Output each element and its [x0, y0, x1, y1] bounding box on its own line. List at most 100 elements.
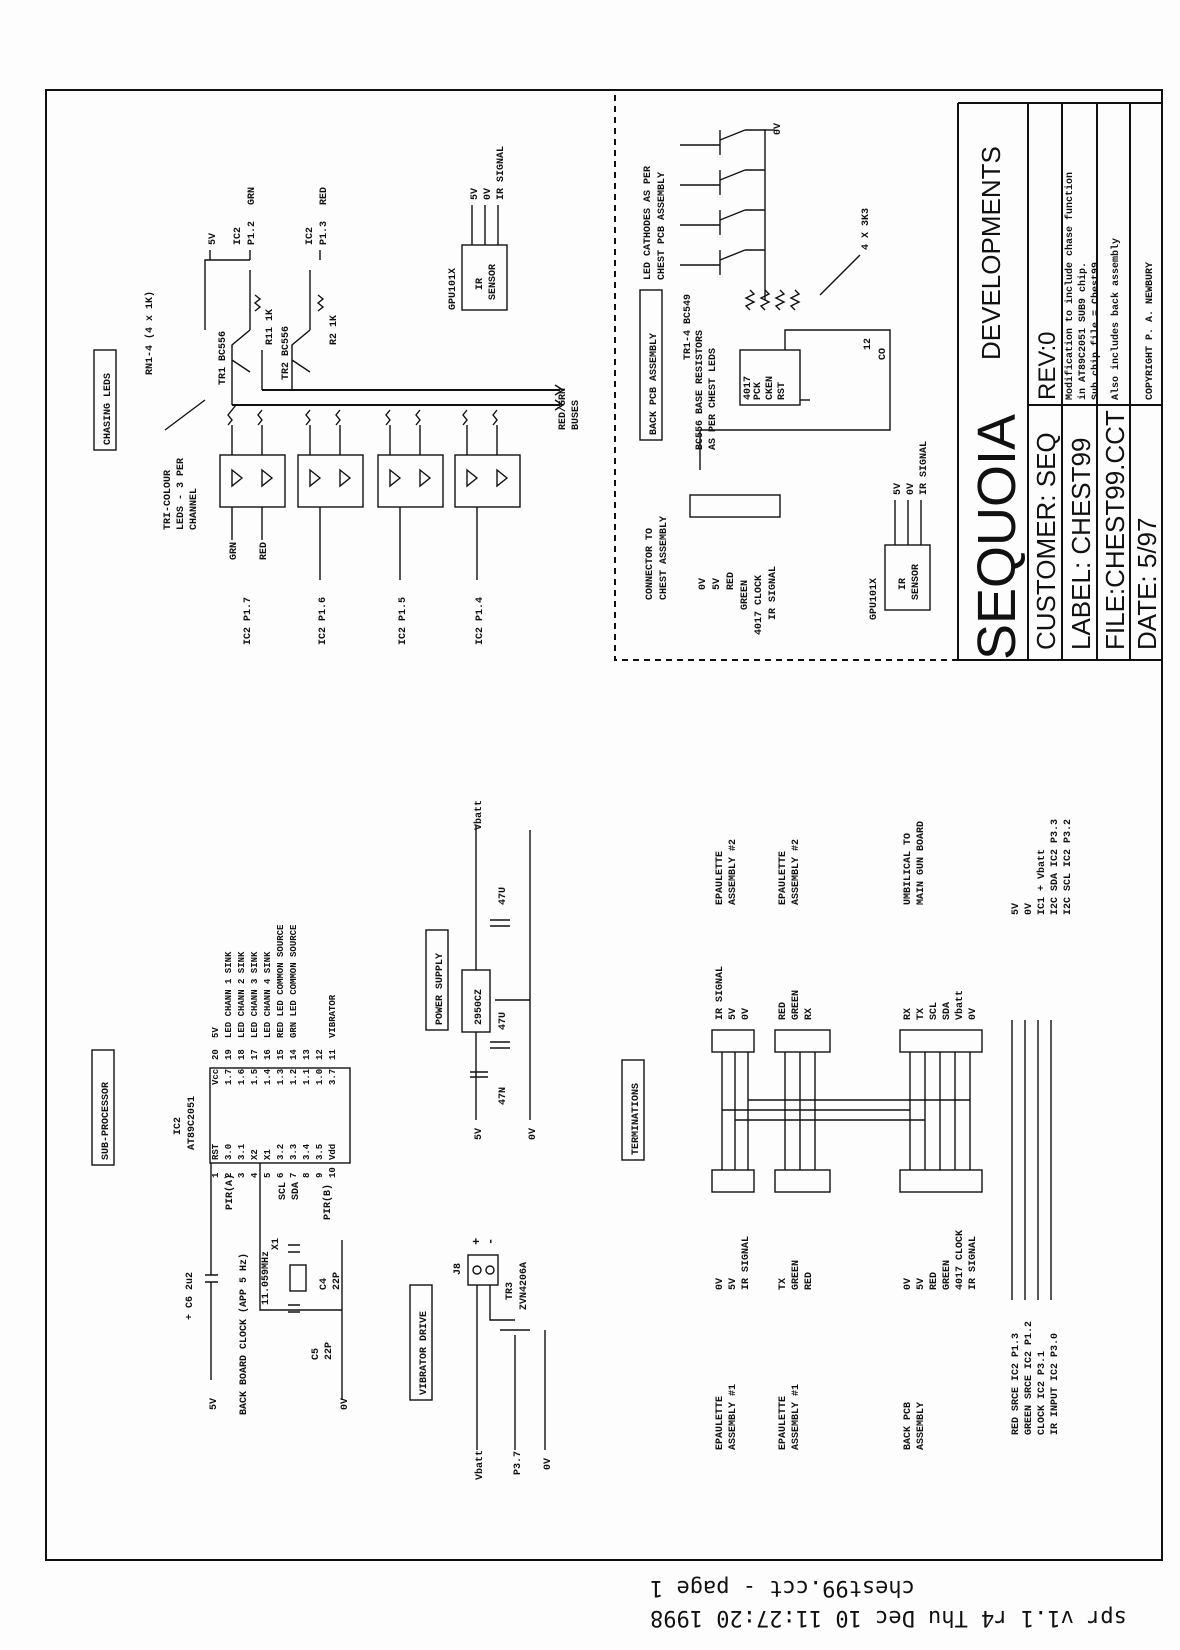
term-right-group-name: UMBILICAL TO: [903, 833, 914, 905]
rev-note-1: Modification to include chase function: [1064, 172, 1076, 400]
ic2-pin-num: 17: [250, 1049, 260, 1060]
x1-label: X1: [271, 1238, 282, 1250]
leds-5v: 5V: [208, 233, 219, 245]
chest-connector: [689, 494, 781, 518]
header-back-pcb: [899, 1169, 983, 1193]
term-right-pin: Vbatt: [954, 990, 966, 1020]
term-left-group-name: ASSEMBLY #1: [791, 1384, 802, 1450]
terminations-title-box: [621, 1059, 645, 1161]
print-footer: chest99.cct - page 1 spr v1.1 r4 Thu Dec…: [650, 1572, 1170, 1647]
tr3-label: TR3: [505, 1282, 516, 1300]
led-channel-3: [377, 454, 444, 508]
ic2-pin-name: 3.3: [289, 1144, 299, 1160]
chip-4017-cken: CKEN: [765, 376, 776, 400]
ic2-red-1: IC2: [305, 227, 316, 245]
header-epaulette2-a: [711, 1029, 755, 1053]
ic2-pin-num: 16: [263, 1049, 273, 1060]
ic2-pin-num: 4: [250, 1172, 260, 1178]
ic2-pin-num: 14: [289, 1049, 299, 1060]
grn-label: GRN: [229, 542, 240, 560]
term-left-pin: RED: [804, 1272, 815, 1290]
power-supply-title: POWER SUPPLY: [435, 953, 446, 1025]
res-3k3-label: 4 X 3K3: [861, 208, 872, 250]
title-block: SEQUOIA DEVELOPMENTS CUSTOMER: SEQ LABEL…: [957, 102, 1162, 661]
crystal-x1: [289, 1264, 307, 1292]
chasing-leds-section: CHASING LEDS RN1-4 (4 x 1K) TRI-COLOUR L…: [93, 146, 582, 645]
term-right-pin: 5V: [728, 1008, 739, 1020]
channel-p17: IC2 P1.7: [243, 597, 254, 645]
sub-processor-title-box: [91, 1049, 115, 1166]
tr3-part: ZVN4206A: [519, 1262, 530, 1310]
j8-minus: -: [484, 1238, 498, 1245]
chip-4017-pck: PCK: [753, 382, 764, 400]
ic2-pin-signal: LED CHANN 1 SINK: [224, 951, 234, 1038]
back-pcb-assembly: BACK PCB ASSEMBLY LED CATHODES AS PER CH…: [614, 95, 958, 661]
chip-4017-rst: RST: [777, 382, 788, 400]
chest-pin-5v: 5V: [712, 578, 723, 590]
term-left-pin: IR SIGNAL: [968, 1236, 979, 1290]
sub-processor-section: SUB-PROCESSOR IC2 AT89C2051 RST13.023.13…: [91, 924, 351, 1415]
ic2-red-3: RED: [319, 187, 330, 205]
term-bottom-right: IC1 + Vbatt: [1036, 849, 1048, 915]
term-bottom-left: GREEN SRCE IC2 P1.2: [1024, 1321, 1035, 1435]
term-left-pin: 0V: [903, 1278, 914, 1290]
ic2-pin-signal: LED CHANN 4 SINK: [263, 951, 273, 1038]
term-bottom-right: I2C SDA IC2 P3.3: [1050, 819, 1061, 915]
leds-ir-sensor-part: GPU101X: [448, 268, 459, 310]
vibrator-drive-title-box: [409, 1284, 433, 1401]
ic2-pin-num: 13: [302, 1049, 312, 1060]
ic2-pin-num: 1: [211, 1172, 221, 1178]
base-resistors-note-2: AS PER CHEST LEDS: [708, 348, 719, 450]
chest-pin-clock: 4017 CLOCK: [754, 575, 765, 635]
channel-p14: IC2 P1.4: [475, 597, 486, 645]
copyright: COPYRIGHT P. A. NEWBURY: [1145, 262, 1156, 400]
term-left-group-name: EPAULETTE: [715, 1396, 726, 1450]
back-ir-sensor-name: SENSOR: [911, 564, 922, 600]
footer-line-1: spr v1.1 r4 Thu Dec 10 11:27:20 1998: [650, 1605, 1127, 1630]
leds-sensor-ir: IR SIGNAL: [496, 146, 507, 200]
connector-j8: [467, 1254, 499, 1286]
leds-sensor-5v: 5V: [470, 188, 481, 200]
sub-processor-title: SUB-PROCESSOR: [101, 1082, 112, 1160]
back-ir-sensor: [884, 544, 931, 611]
chest-connector-label-1: CONNECTOR TO: [645, 528, 656, 600]
ic2-pin-name: Vdd: [328, 1144, 338, 1160]
ic2-pin-name: 3.7: [328, 1069, 338, 1085]
term-right-pin: RX: [804, 1008, 815, 1020]
cap-47u-1: 47U: [498, 1012, 509, 1030]
ic2-pin-name: 1.7: [224, 1069, 234, 1085]
res-3k3-stack: [744, 289, 801, 311]
term-right-group-name: MAIN GUN BOARD: [916, 821, 927, 905]
header-epaulette2-b: [774, 1029, 831, 1053]
chasing-leds-title: CHASING LEDS: [103, 373, 114, 445]
company-name: SEQUOIA: [967, 414, 1027, 660]
term-left-group-name: EPAULETTE: [778, 1396, 789, 1450]
j8-label: J8: [453, 1263, 464, 1275]
ic2-grn-3: GRN: [247, 187, 258, 205]
ic2-pin-name: 1.5: [250, 1069, 260, 1085]
ic2-pin-num: 10: [328, 1167, 338, 1178]
back-pcb-title: BACK PCB ASSEMBLY: [649, 333, 660, 435]
leds-ir-sensor: [461, 244, 508, 311]
term-left-group-name: ASSEMBLY: [916, 1402, 927, 1450]
c6-label: + C6 2u2: [185, 1272, 196, 1320]
term-right-pin: SDA: [942, 1002, 953, 1020]
vd-0v: 0V: [543, 1458, 554, 1470]
c4-label: C4: [319, 1278, 330, 1290]
term-right-group-name: EPAULETTE: [715, 851, 726, 905]
back-sensor-5v: 5V: [893, 483, 904, 495]
leds-ir-sensor-ir: IR: [475, 278, 486, 290]
ic2-pin-signal: LED CHANN 2 SINK: [237, 951, 247, 1038]
red-label: RED: [259, 542, 270, 560]
term-left-pin: 5V: [728, 1278, 739, 1290]
vibrator-drive-section: VIBRATOR DRIVE J8 + - TR3 ZVN4206A Vbatt…: [409, 1238, 554, 1480]
c4-value: 22P: [332, 1272, 343, 1290]
chip-4017: [739, 349, 801, 406]
ic2-pin-num: 19: [224, 1049, 234, 1060]
ic2-pin-num: 8: [302, 1173, 312, 1178]
label-field: LABEL: CHEST99: [1066, 438, 1096, 650]
c5-value: 22P: [324, 1342, 335, 1360]
